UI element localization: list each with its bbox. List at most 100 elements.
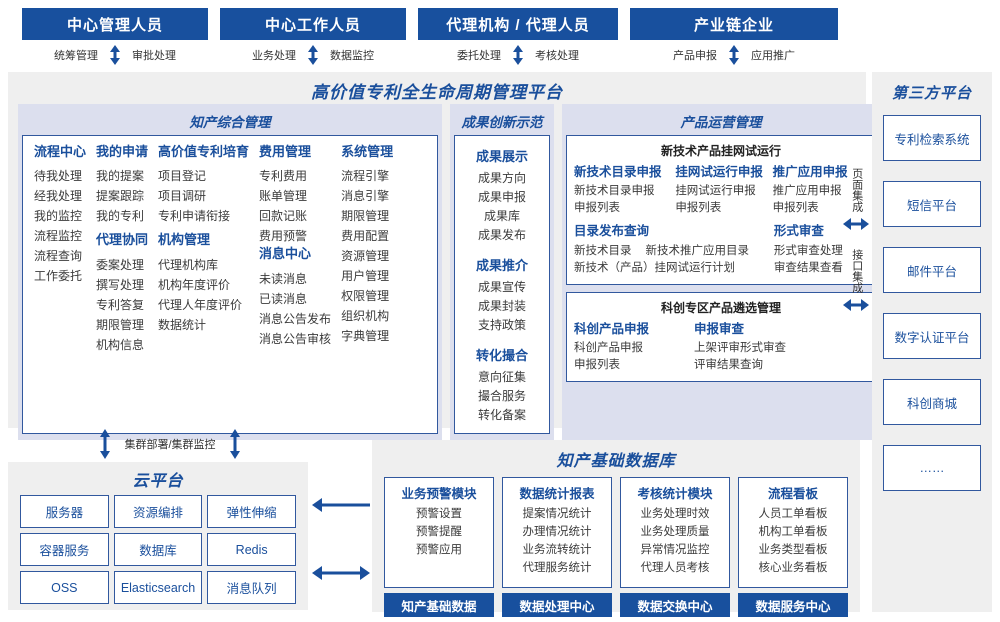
kp-item[interactable]: 我的监控 bbox=[34, 209, 83, 224]
kp-item[interactable]: 组织机构 bbox=[341, 309, 390, 324]
kp-item[interactable]: 委案处理 bbox=[96, 257, 145, 272]
database-head[interactable]: 考核统计模块 bbox=[637, 487, 713, 501]
third-party-item[interactable]: 短信平台 bbox=[883, 181, 981, 227]
database-item[interactable]: 代理服务统计 bbox=[522, 562, 592, 574]
kp-item[interactable]: 账单管理 bbox=[259, 189, 308, 204]
kp-item[interactable]: 回款记账 bbox=[259, 209, 308, 224]
kp-item[interactable]: 专利申请衔接 bbox=[158, 209, 231, 224]
database-item[interactable]: 代理人员考核 bbox=[640, 562, 710, 574]
ach-item[interactable]: 撮合服务 bbox=[477, 389, 526, 403]
ach-group-head[interactable]: 成果展示 bbox=[475, 149, 528, 164]
product-item[interactable]: 形式审查处理 bbox=[773, 244, 843, 257]
kp-item[interactable]: 专利费用 bbox=[259, 169, 308, 184]
product-item[interactable]: 申报列表 bbox=[675, 202, 722, 215]
cloud-cell[interactable]: 资源编排 bbox=[113, 495, 203, 528]
product-item[interactable]: 申报列表 bbox=[574, 358, 620, 371]
database-item[interactable]: 提案情况统计 bbox=[522, 508, 592, 520]
ach-item[interactable]: 成果方向 bbox=[477, 171, 526, 185]
kp-item[interactable]: 我的提案 bbox=[96, 169, 145, 184]
product-item[interactable]: 挂网试运行申报 bbox=[675, 185, 756, 198]
kp-item[interactable]: 流程查询 bbox=[34, 249, 83, 264]
product-item[interactable]: 科创产品申报 bbox=[574, 341, 643, 354]
cloud-cell[interactable]: OSS bbox=[20, 571, 109, 604]
product-item[interactable]: 评审结果查询 bbox=[694, 358, 763, 371]
third-party-item[interactable]: 数字认证平台 bbox=[883, 313, 981, 359]
product-head[interactable]: 推广应用申报 bbox=[772, 165, 848, 179]
role-title-2[interactable]: 代理机构 / 代理人员 bbox=[418, 8, 618, 40]
kp-group-head[interactable]: 机构管理 bbox=[158, 232, 211, 248]
database-item[interactable]: 人员工单看板 bbox=[758, 508, 828, 520]
cloud-cell[interactable]: 消息队列 bbox=[207, 571, 296, 604]
kp-item[interactable]: 消息公告发布 bbox=[259, 311, 332, 326]
kp-item[interactable]: 项目调研 bbox=[158, 189, 207, 204]
product-item[interactable]: 新技术推广应用目录 bbox=[645, 244, 750, 257]
database-item[interactable]: 异常情况监控 bbox=[640, 544, 710, 556]
product-item[interactable]: 申报列表 bbox=[574, 202, 620, 215]
third-party-item[interactable]: 专利检索系统 bbox=[883, 115, 981, 161]
kp-item[interactable]: 权限管理 bbox=[341, 289, 390, 304]
ach-item[interactable]: 成果封装 bbox=[477, 299, 526, 313]
product-head[interactable]: 申报审查 bbox=[694, 321, 745, 336]
product-item[interactable]: 审查结果查看 bbox=[773, 261, 843, 274]
ach-item[interactable]: 成果库 bbox=[483, 209, 520, 223]
kp-item[interactable]: 待我处理 bbox=[34, 169, 83, 184]
kp-item[interactable]: 经我处理 bbox=[34, 189, 83, 204]
kp-group-head[interactable]: 流程中心 bbox=[34, 144, 87, 159]
database-item[interactable]: 预警设置 bbox=[416, 508, 462, 520]
database-item[interactable]: 业务处理质量 bbox=[640, 526, 710, 538]
kp-item[interactable]: 我的专利 bbox=[96, 209, 145, 224]
ach-item[interactable]: 支持政策 bbox=[477, 318, 526, 332]
product-head[interactable]: 新技术目录申报 bbox=[574, 165, 662, 179]
kp-item[interactable]: 机构年度评价 bbox=[158, 277, 231, 292]
database-footer[interactable]: 知产基础数据 bbox=[384, 593, 494, 617]
role-title-1[interactable]: 中心工作人员 bbox=[220, 8, 406, 40]
cloud-cell[interactable]: Redis bbox=[207, 533, 296, 566]
kp-item[interactable]: 项目登记 bbox=[158, 169, 207, 184]
ach-group-head[interactable]: 成果推介 bbox=[475, 258, 528, 273]
kp-item[interactable]: 未读消息 bbox=[259, 271, 308, 286]
database-head[interactable]: 业务预警模块 bbox=[401, 487, 477, 501]
product-head[interactable]: 科创产品申报 bbox=[574, 321, 650, 336]
kp-group-head[interactable]: 高价值专利培育 bbox=[158, 144, 250, 159]
database-item[interactable]: 业务类型看板 bbox=[758, 544, 828, 556]
kp-item[interactable]: 数据统计 bbox=[158, 317, 207, 332]
cloud-cell[interactable]: Elasticsearch bbox=[113, 571, 203, 604]
kp-group-head[interactable]: 消息中心 bbox=[259, 246, 312, 262]
kp-item[interactable]: 资源管理 bbox=[341, 249, 390, 264]
product-item[interactable]: 新技术目录 bbox=[574, 244, 632, 257]
kp-item[interactable]: 消息引擎 bbox=[341, 189, 390, 204]
kp-group-head[interactable]: 系统管理 bbox=[341, 144, 394, 159]
kp-item[interactable]: 提案跟踪 bbox=[96, 189, 145, 204]
ach-item[interactable]: 成果宣传 bbox=[477, 280, 526, 294]
product-head[interactable]: 目录发布查询 bbox=[574, 224, 650, 239]
product-head[interactable]: 形式审查 bbox=[773, 224, 824, 239]
kp-item[interactable]: 撰写处理 bbox=[96, 277, 145, 292]
database-footer[interactable]: 数据服务中心 bbox=[738, 593, 848, 617]
kp-item[interactable]: 期限管理 bbox=[341, 209, 390, 224]
database-footer[interactable]: 数据交换中心 bbox=[620, 593, 730, 617]
kp-item[interactable]: 费用预警 bbox=[259, 229, 308, 244]
database-item[interactable]: 预警提醒 bbox=[416, 526, 462, 538]
cloud-cell[interactable]: 容器服务 bbox=[20, 533, 109, 566]
cloud-cell[interactable]: 弹性伸缩 bbox=[207, 495, 296, 528]
kp-item[interactable]: 代理人年度评价 bbox=[158, 297, 243, 312]
product-item[interactable]: 上架评审形式审查 bbox=[694, 341, 786, 354]
database-footer[interactable]: 数据处理中心 bbox=[502, 593, 612, 617]
kp-item[interactable]: 机构信息 bbox=[96, 337, 145, 352]
kp-item[interactable]: 用户管理 bbox=[341, 269, 390, 284]
kp-item[interactable]: 字典管理 bbox=[341, 329, 390, 344]
database-head[interactable]: 数据统计报表 bbox=[519, 487, 595, 501]
database-item[interactable]: 业务流转统计 bbox=[522, 544, 592, 556]
kp-item[interactable]: 流程监控 bbox=[34, 229, 83, 244]
kp-item[interactable]: 专利答复 bbox=[96, 297, 145, 312]
role-title-0[interactable]: 中心管理人员 bbox=[22, 8, 208, 40]
role-title-3[interactable]: 产业链企业 bbox=[630, 8, 838, 40]
product-item[interactable]: 新技术（产品）挂网试运行计划 bbox=[574, 261, 735, 274]
kp-item[interactable]: 流程引擎 bbox=[341, 169, 390, 184]
database-item[interactable]: 核心业务看板 bbox=[758, 562, 828, 574]
product-item[interactable]: 新技术目录申报 bbox=[574, 185, 655, 198]
kp-group-head[interactable]: 我的申请 bbox=[96, 144, 149, 159]
ach-item[interactable]: 转化备案 bbox=[477, 408, 526, 422]
ach-item[interactable]: 成果申报 bbox=[477, 190, 526, 204]
kp-item[interactable]: 工作委托 bbox=[34, 269, 83, 284]
